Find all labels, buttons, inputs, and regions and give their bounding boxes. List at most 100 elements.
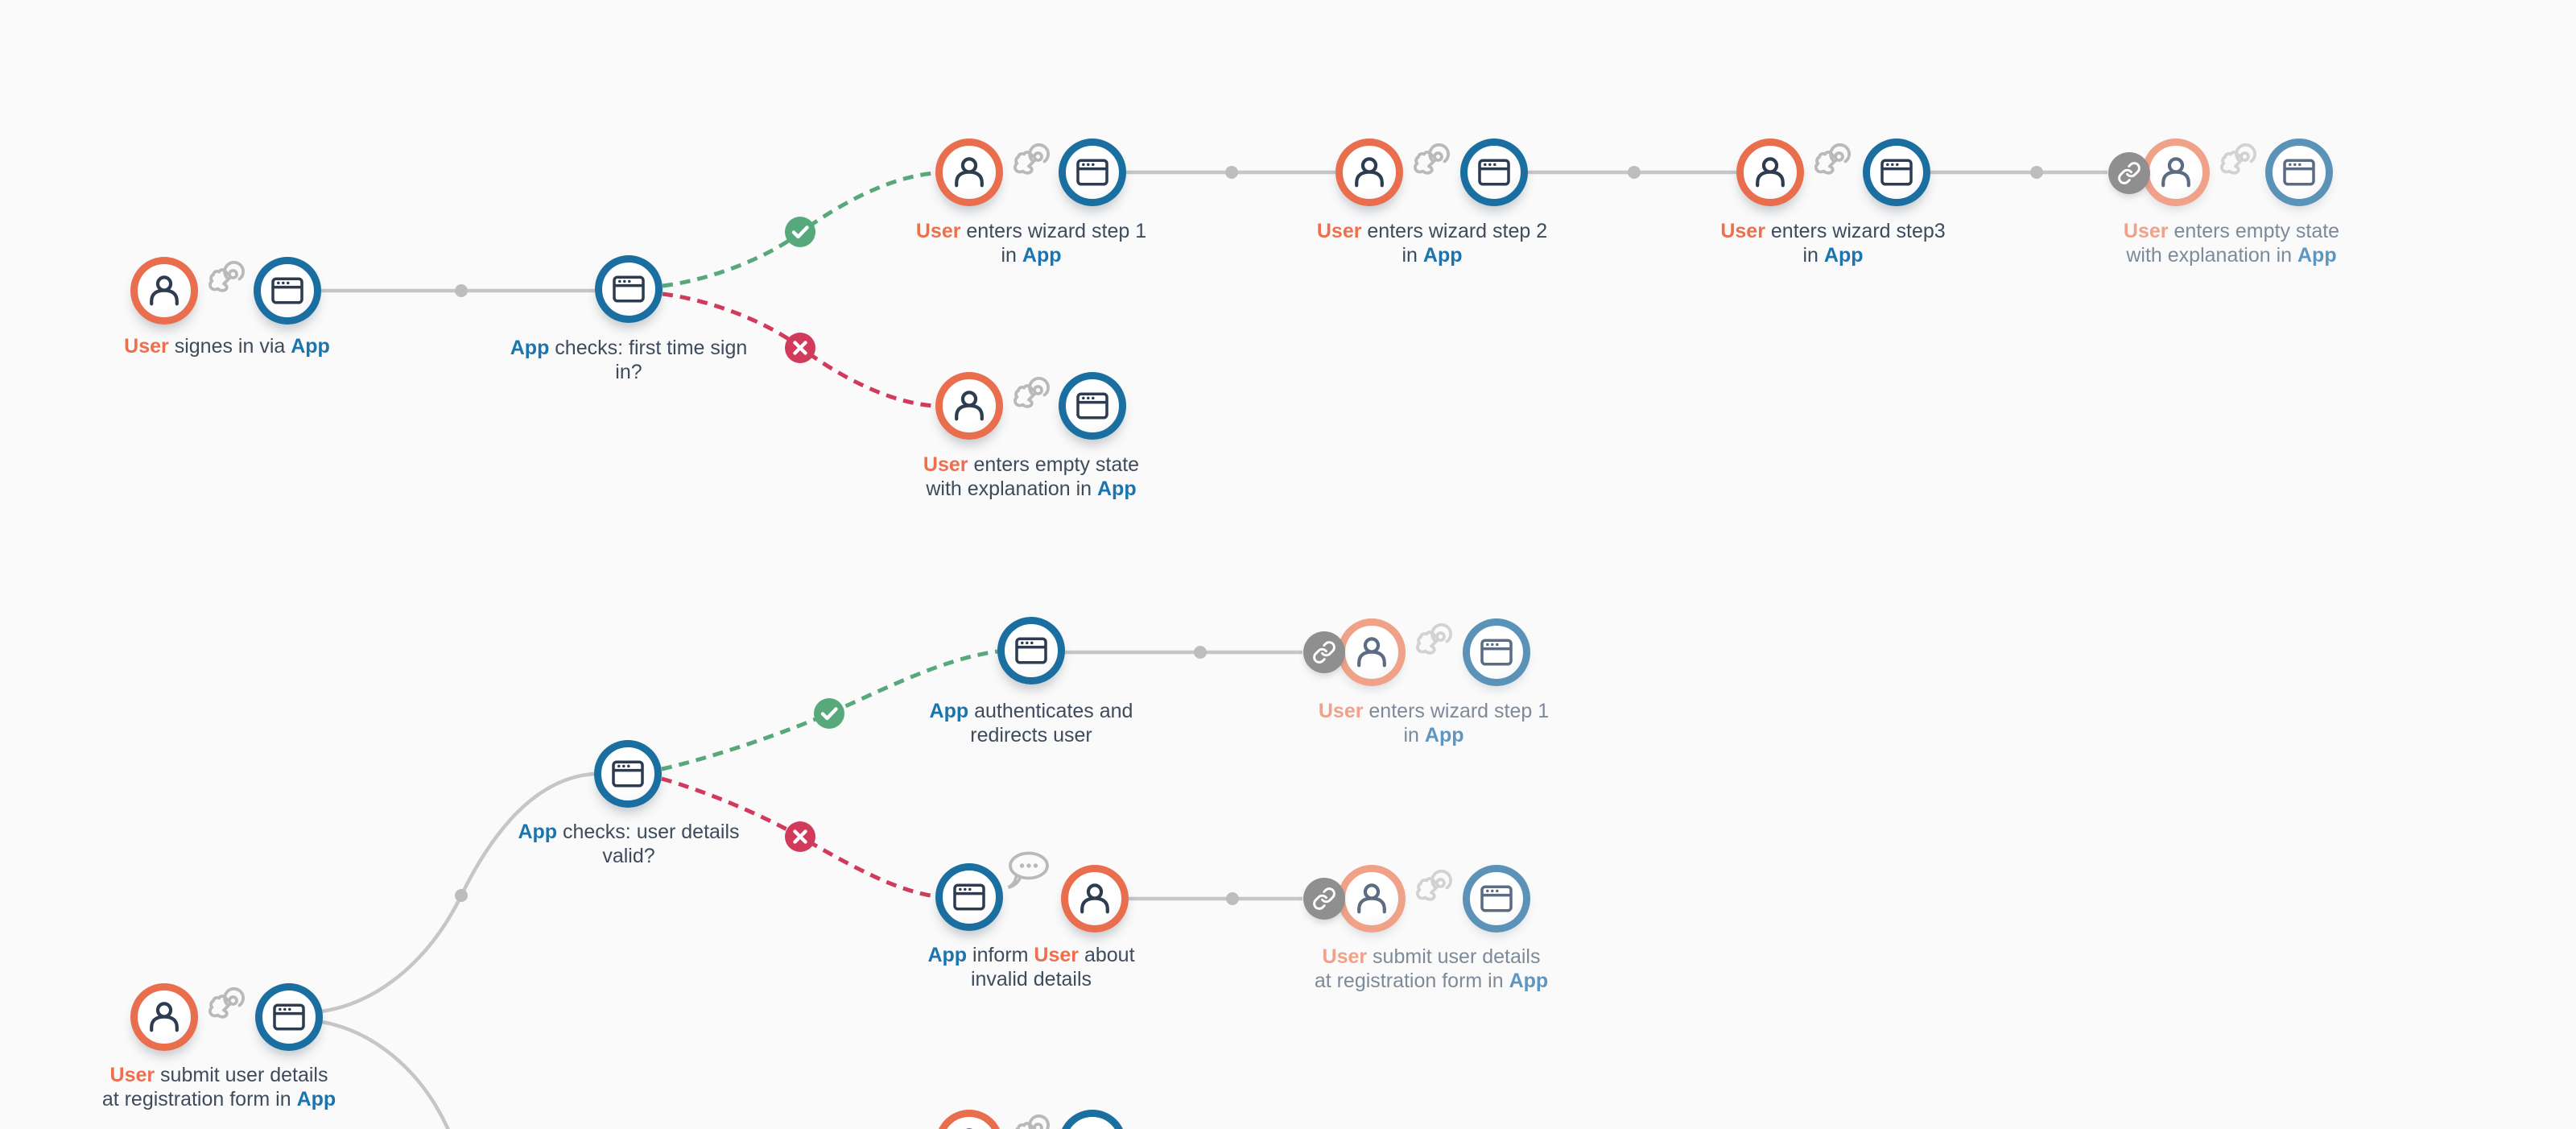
label-segment-plain: with explanation in xyxy=(926,478,1098,500)
app-circle[interactable] xyxy=(254,257,321,325)
app-circle[interactable] xyxy=(1059,372,1126,440)
user-icon xyxy=(955,157,984,188)
app-circle[interactable] xyxy=(1463,865,1530,933)
label-line: App checks: user details xyxy=(518,820,739,844)
edge-solid xyxy=(321,1019,451,1129)
app-window-icon xyxy=(1478,159,1510,186)
user-circle[interactable] xyxy=(130,257,198,325)
tap-gesture-icon xyxy=(1810,143,1854,184)
label-segment-plain: in xyxy=(1402,244,1423,267)
label-segment-user: User xyxy=(109,1064,155,1086)
edge-dot xyxy=(455,889,468,902)
tap-gesture-icon xyxy=(1009,1114,1053,1129)
label-segment-app: App xyxy=(927,944,968,966)
user-circle[interactable] xyxy=(935,139,1003,206)
label-segment-app: App xyxy=(1823,244,1864,267)
app-circle[interactable] xyxy=(935,863,1003,931)
app-circle[interactable] xyxy=(1460,139,1528,206)
tap-gesture-icon xyxy=(1009,143,1053,184)
label-segment-user: User xyxy=(1322,945,1368,968)
app-window-icon xyxy=(273,1003,305,1031)
label-line: User enters empty state xyxy=(923,453,1139,477)
speech-bubble-icon xyxy=(1007,851,1049,889)
label-segment-plain: at registration form in xyxy=(101,1088,297,1110)
app-window-icon xyxy=(1480,885,1513,912)
user-circle[interactable] xyxy=(1335,139,1403,206)
user-circle[interactable] xyxy=(130,983,198,1051)
edge-dot xyxy=(2030,166,2043,179)
edge-dot xyxy=(455,284,468,297)
app-window-icon xyxy=(1015,637,1047,664)
success-check-badge[interactable] xyxy=(814,698,844,729)
success-check-badge[interactable] xyxy=(785,217,815,247)
user-circle[interactable] xyxy=(935,372,1003,440)
user-icon xyxy=(1080,883,1109,914)
app-circle[interactable] xyxy=(2265,139,2333,206)
label-segment-user: User xyxy=(124,335,169,358)
link-badge[interactable] xyxy=(1303,631,1345,673)
user-circle[interactable] xyxy=(1338,865,1406,933)
label-segment-user: User xyxy=(915,220,961,242)
label-line: in App xyxy=(1319,723,1549,747)
user-circle[interactable] xyxy=(1061,865,1129,933)
user-circle[interactable] xyxy=(1338,618,1406,686)
label-segment-app: App xyxy=(518,821,558,843)
app-window-icon xyxy=(1076,392,1108,420)
tap-gesture-icon xyxy=(2216,143,2260,184)
label-segment-plain: at registration form in xyxy=(1314,970,1509,992)
user-icon xyxy=(150,1002,179,1032)
tap-gesture-icon xyxy=(1416,869,1452,901)
label-segment-app: App xyxy=(1097,478,1137,500)
edge-dot xyxy=(1226,892,1239,905)
tap-gesture-icon xyxy=(1013,143,1050,175)
app-circle[interactable] xyxy=(255,983,323,1051)
label-segment-plain: with explanation in xyxy=(2126,244,2298,267)
tap-gesture-icon xyxy=(1414,143,1450,175)
tap-gesture-icon xyxy=(1013,376,1050,408)
tap-gesture-icon xyxy=(1412,622,1455,664)
app-circle[interactable] xyxy=(1463,618,1530,686)
app-window-icon xyxy=(953,883,985,911)
tap-gesture-icon xyxy=(1410,143,1453,184)
label-segment-plain: invalid details xyxy=(970,968,1092,990)
link-badge[interactable] xyxy=(2108,152,2150,194)
link-badge[interactable] xyxy=(1303,878,1345,920)
app-circle[interactable] xyxy=(1059,139,1126,206)
label-line: valid? xyxy=(518,844,739,868)
user-circle[interactable] xyxy=(2142,139,2210,206)
label-segment-plain: in? xyxy=(615,361,642,383)
app-circle[interactable] xyxy=(997,617,1065,684)
link-icon xyxy=(2118,162,2140,184)
app-circle[interactable] xyxy=(1863,139,1930,206)
label-segment-plain: signes in via xyxy=(168,335,291,358)
app-circle[interactable] xyxy=(595,255,663,323)
label-line: App inform User about xyxy=(927,943,1134,967)
label-segment-plain: about xyxy=(1079,944,1135,966)
failure-cross-badge[interactable] xyxy=(785,333,815,363)
label-line: redirects user xyxy=(930,723,1133,747)
label-line: User enters wizard step3 xyxy=(1720,219,1945,243)
user-circle[interactable] xyxy=(1736,139,1804,206)
app-circle[interactable] xyxy=(594,740,662,808)
label-segment-user: User xyxy=(2123,220,2169,242)
label-line: User enters wizard step 1 xyxy=(916,219,1146,243)
label-line: at registration form in App xyxy=(102,1087,336,1111)
link-icon xyxy=(1313,641,1335,664)
user-icon xyxy=(150,275,179,306)
user-icon xyxy=(1756,157,1785,188)
failure-cross-badge[interactable] xyxy=(785,821,815,852)
label-segment-plain: enters wizard step3 xyxy=(1765,220,1946,242)
label-segment-plain: in xyxy=(1802,244,1824,267)
app-window-icon xyxy=(1480,639,1513,666)
label-segment-user: User xyxy=(1318,700,1364,722)
